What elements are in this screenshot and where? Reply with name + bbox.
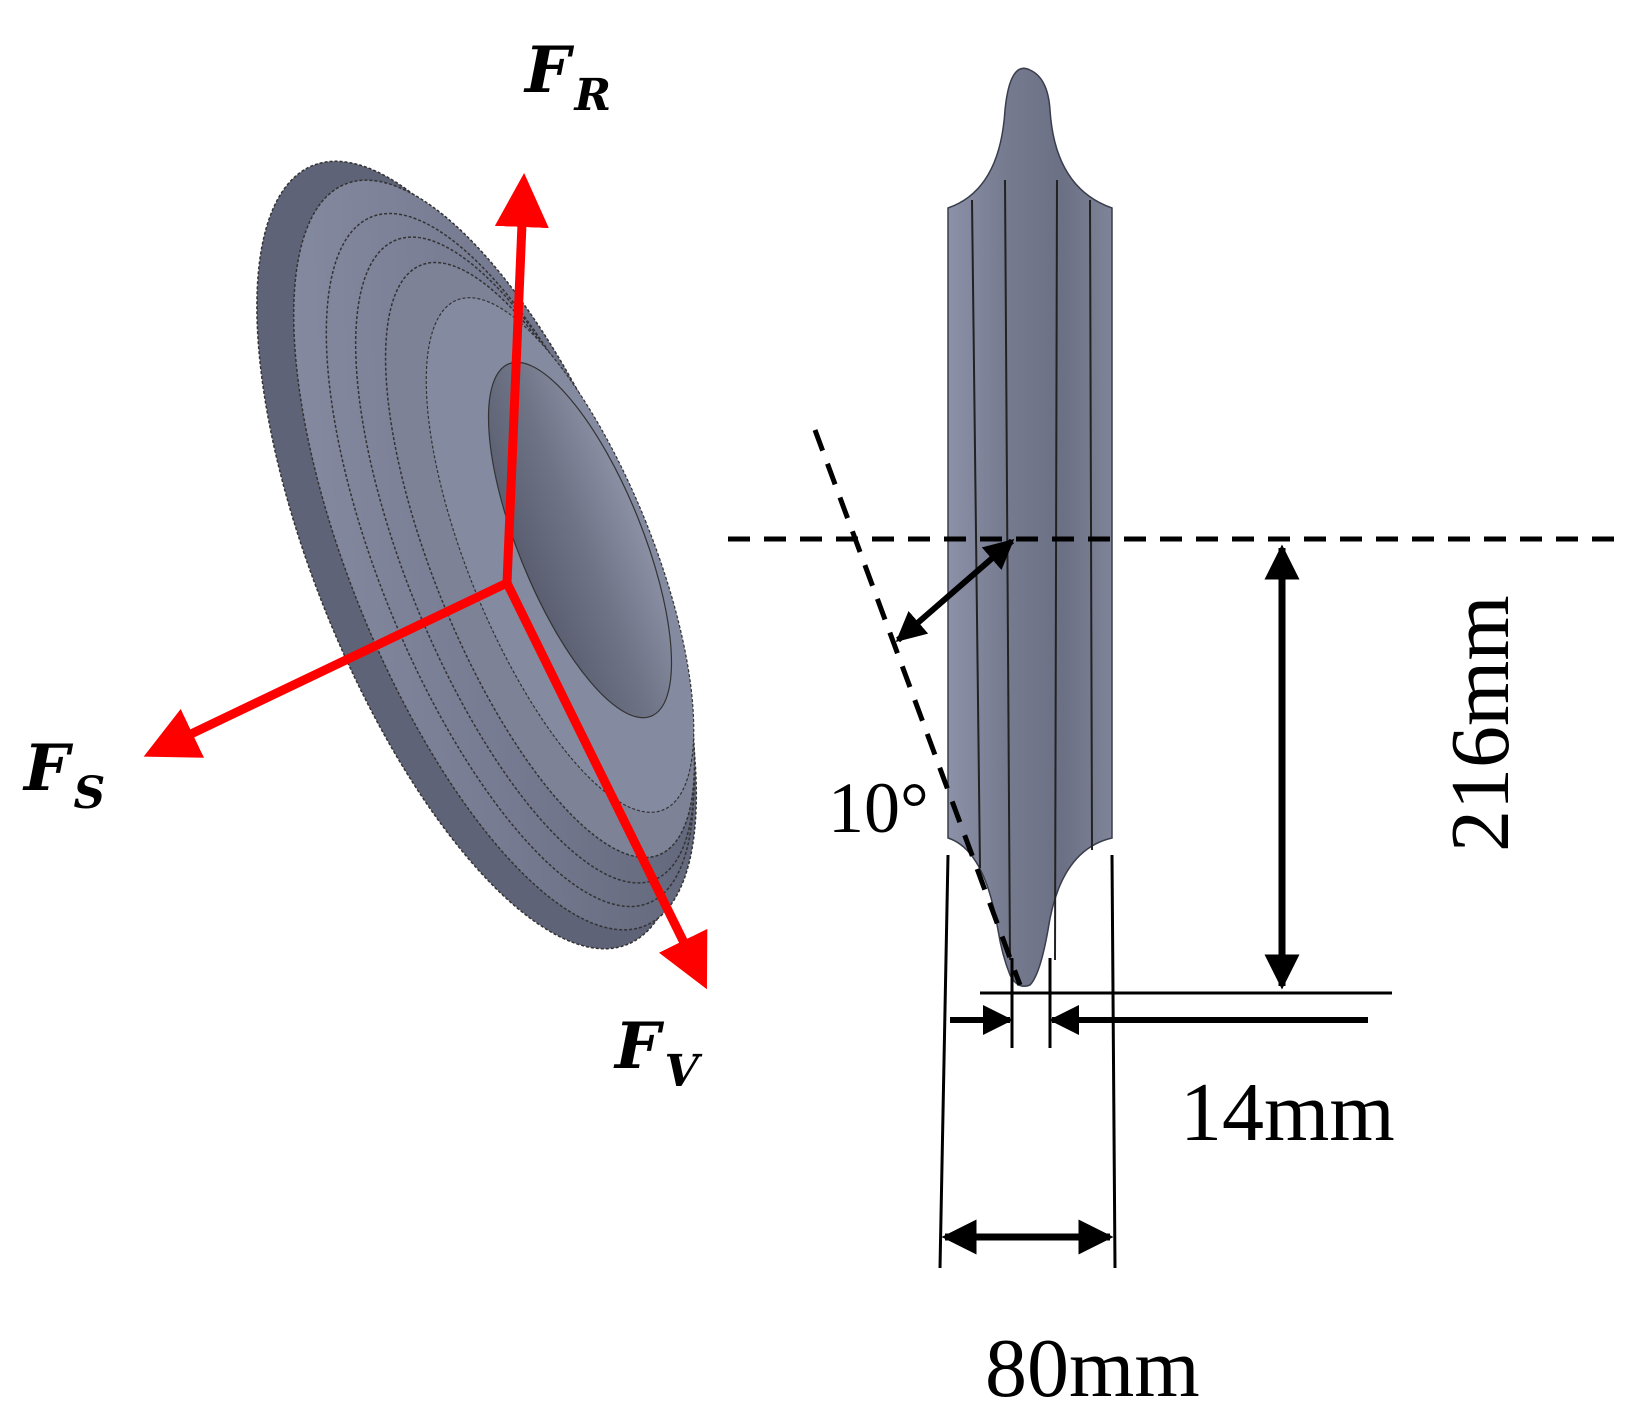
- profile-groove-line: [1089, 199, 1093, 851]
- force-arrow-radial: [494, 173, 549, 584]
- width-extension-left: [938, 854, 950, 1269]
- wheel-width-label: 80mm: [985, 1322, 1200, 1415]
- wheel-profile-body: [947, 67, 1113, 987]
- angle-reference-line: [812, 429, 1023, 986]
- flange-width-label: 14mm: [1180, 1066, 1395, 1159]
- wheel-3d-view: [256, 160, 698, 950]
- profile-groove-line: [971, 199, 981, 869]
- force-label-side: FS: [22, 731, 105, 819]
- angle-label: 10°: [828, 768, 929, 848]
- force-arrows: [143, 173, 708, 990]
- force-arrow-side: [143, 578, 509, 758]
- force-label-vertical: FV: [613, 1009, 702, 1097]
- profile-groove-line: [1054, 179, 1058, 961]
- force-label-radial: FR: [523, 33, 611, 121]
- wheel-side-profile: [947, 67, 1113, 987]
- radius-label: 216mm: [1434, 595, 1527, 852]
- angle-arrow: [895, 538, 1015, 643]
- width-extension-right: [1110, 854, 1117, 1269]
- force-arrow-vertical: [502, 581, 708, 990]
- wheel-bore: [487, 361, 673, 719]
